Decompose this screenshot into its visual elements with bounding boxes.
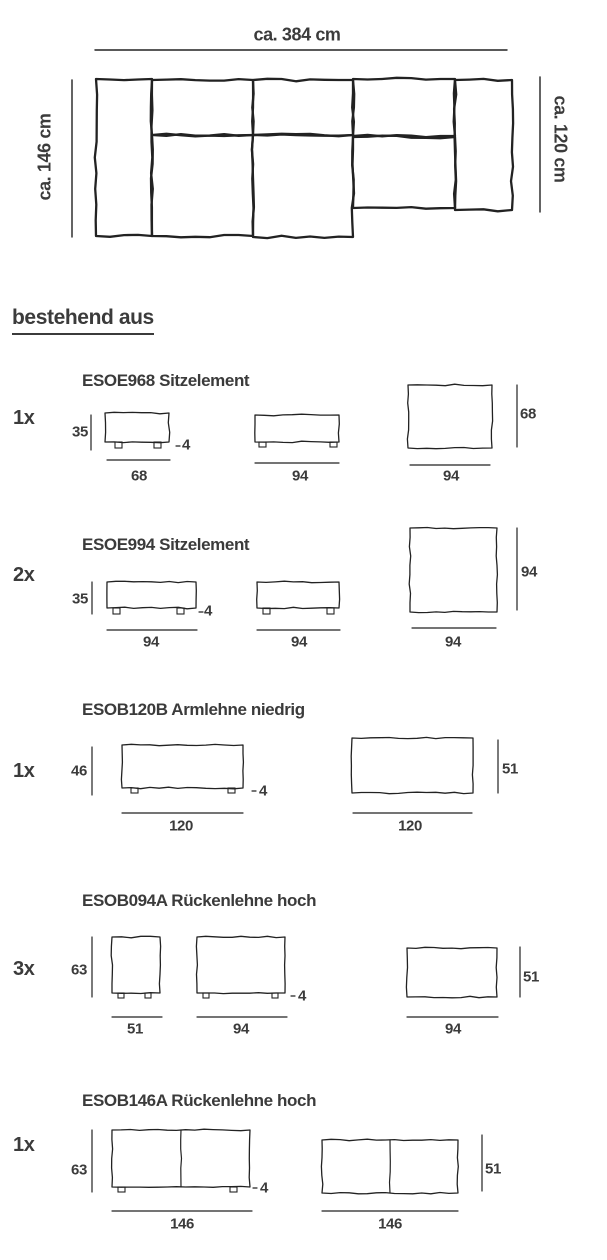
- component-outline: [406, 383, 494, 450]
- furniture-foot: [329, 441, 338, 448]
- dim-front-width-label: 146: [170, 1215, 194, 1233]
- cushion-divider-line: [388, 1139, 391, 1194]
- component-outline: [106, 580, 197, 610]
- furniture-foot: [153, 441, 162, 449]
- dim-top-width-label: 146: [378, 1215, 402, 1233]
- plan-module-backrest-2: [251, 77, 356, 138]
- dim-front-width-label: 68: [131, 467, 147, 485]
- furniture-foot: [326, 607, 335, 615]
- dim-foot-label: 4: [260, 1179, 268, 1197]
- dim-top-depth-label: 94: [521, 563, 537, 581]
- page-heading: bestehend aus: [12, 306, 154, 335]
- dim-top-depth-label: 68: [520, 405, 536, 423]
- dim-height-label: 35: [72, 590, 88, 608]
- dim-front-width-label: 120: [169, 817, 193, 835]
- dim-top-width-label: 94: [445, 1020, 461, 1038]
- dim-foot-label: 4: [182, 436, 190, 454]
- dim-top-depth-label: 51: [502, 760, 518, 778]
- furniture-foot: [229, 1186, 238, 1193]
- plan-module-armrest-right: [452, 77, 515, 213]
- furniture-foot: [271, 992, 279, 999]
- furniture-foot: [202, 992, 210, 999]
- plan-module-seat-3: [351, 134, 457, 210]
- component-outline: [320, 1138, 459, 1195]
- plan-left-depth-label: ca. 146 cm: [34, 113, 55, 201]
- component-outline: [254, 413, 340, 444]
- dim-foot-label: 4: [298, 987, 306, 1005]
- dim-top-width-label: 94: [443, 467, 459, 485]
- plan-module-seat-2: [250, 133, 356, 240]
- section-title-esob120b: ESOB120B Armlehne niedrig: [82, 700, 305, 719]
- dim-foot-label: 4: [204, 602, 212, 620]
- furniture-foot: [262, 607, 271, 615]
- furniture-foot: [176, 607, 185, 615]
- quantity-label: 1x: [13, 407, 35, 429]
- component-outline: [405, 946, 498, 999]
- section-title-esob094a: ESOB094A Rückenlehne hoch: [82, 891, 317, 910]
- component-outline: [350, 736, 474, 795]
- dim-side-width-label: 94: [292, 467, 308, 485]
- dim-top-width-label: 94: [445, 633, 461, 651]
- cushion-divider-line: [180, 1129, 183, 1188]
- dim-height-label: 46: [71, 762, 87, 780]
- dim-front-width-label: 94: [143, 633, 159, 651]
- dim-top-depth-label: 51: [485, 1160, 501, 1178]
- dim-height-label: 35: [72, 423, 88, 441]
- component-outline: [256, 580, 341, 610]
- dim-side-width-label: 94: [291, 633, 307, 651]
- furniture-foot: [227, 787, 236, 794]
- component-outline: [120, 743, 245, 790]
- dim-foot-label: 4: [259, 782, 267, 800]
- dim-side-width-label: 51: [127, 1020, 143, 1038]
- quantity-label: 1x: [13, 1134, 35, 1156]
- dim-top-width-label: 120: [398, 817, 422, 835]
- section-title-esoe968: ESOE968 Sitzelement: [82, 371, 250, 390]
- dim-height-label: 63: [71, 1161, 87, 1179]
- quantity-label: 2x: [13, 564, 35, 586]
- dim-top-depth-label: 51: [523, 968, 539, 986]
- furniture-foot: [130, 787, 139, 794]
- dim-height-label: 63: [71, 961, 87, 979]
- furniture-foot: [144, 992, 152, 999]
- plan-width-label: ca. 384 cm: [253, 24, 341, 45]
- plan-module-backrest-3: [351, 76, 457, 139]
- furniture-foot: [117, 1186, 126, 1193]
- plan-right-depth-label: ca. 120 cm: [550, 95, 571, 183]
- furniture-foot: [114, 441, 123, 449]
- plan-module-seat-1: [149, 132, 256, 239]
- section-title-esob146a: ESOB146A Rückenlehne hoch: [82, 1091, 317, 1110]
- furniture-foot: [112, 607, 121, 615]
- plan-module-backrest-left: [93, 77, 154, 238]
- furniture-foot: [117, 992, 125, 999]
- component-outline: [195, 935, 286, 995]
- component-outline: [408, 526, 499, 614]
- section-title-esoe994: ESOE994 Sitzelement: [82, 535, 250, 554]
- plan-module-backrest-1: [149, 77, 255, 137]
- component-outline: [110, 935, 162, 995]
- dim-front-width-label: 94: [233, 1020, 249, 1038]
- quantity-label: 1x: [13, 760, 35, 782]
- quantity-label: 3x: [13, 958, 35, 980]
- component-outline: [104, 411, 171, 444]
- furniture-foot: [258, 441, 267, 448]
